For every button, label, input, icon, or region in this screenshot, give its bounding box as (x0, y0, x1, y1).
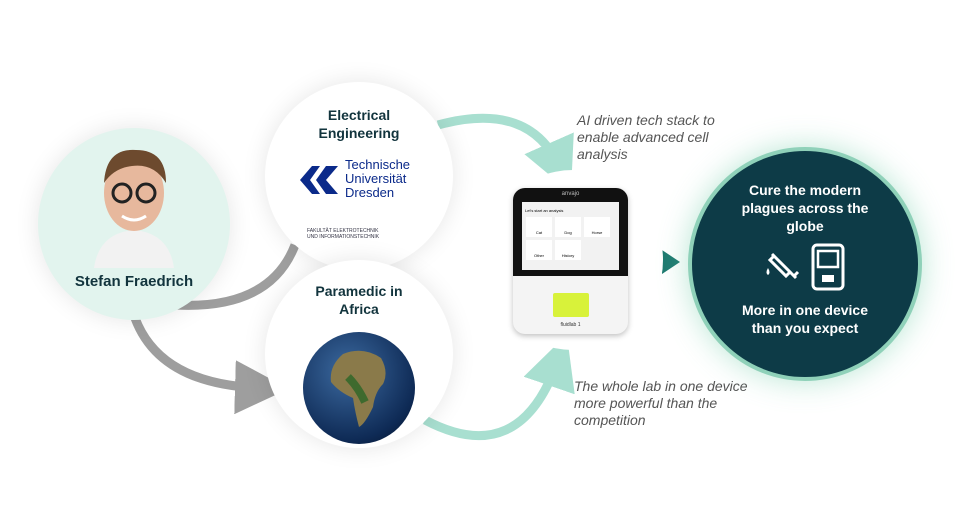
device-brand: anvajo (561, 191, 580, 197)
tile-cat[interactable]: Cat (526, 217, 552, 237)
device-sample-slot (553, 293, 589, 317)
syringe-icon (766, 252, 800, 280)
tile-history[interactable]: History (555, 240, 581, 260)
device-label: fluidlab 1 (560, 322, 581, 328)
tile-horse[interactable]: Horse (584, 217, 610, 237)
result-headline: Cure the modern plagues across the globe (741, 182, 869, 234)
faculty-line-1: FAKULTÄT ELEKTROTECHNIK (307, 228, 379, 234)
tu-dresden-logo-icon (300, 166, 338, 194)
arrow-person-to-electrical (174, 243, 300, 310)
arrow-electrical-to-device (436, 113, 574, 193)
person-portrait (94, 149, 174, 268)
device-screen-title: Let's start an analysis (525, 208, 564, 213)
tu-line-3: Dresden (345, 185, 395, 200)
result-subline: More in one device than you expect (741, 302, 869, 336)
paramedic-title: Paramedic in Africa (315, 283, 403, 317)
device-screen: Let's start an analysis Cat Dog Horse Ot… (522, 202, 619, 270)
caption-top: AI driven tech stack to enable advanced … (577, 112, 715, 162)
arrow-paramedic-to-device (422, 334, 575, 441)
tile-other[interactable]: Other (526, 240, 552, 260)
caption-bottom: The whole lab in one device more powerfu… (574, 378, 748, 428)
faculty-line-2: UND INFORMATIONSTECHNIK (307, 234, 380, 240)
person-name: Stefan Fraedrich (74, 273, 194, 290)
person-circle: Stefan Fraedrich (38, 128, 230, 320)
tu-dresden-name: Technische Universität Dresden (345, 158, 410, 200)
paramedic-circle: Paramedic in Africa (265, 260, 453, 448)
electrical-engineering-circle: Electrical Engineering Technische Univer… (265, 82, 453, 270)
electrical-title: Electrical Engineering (318, 107, 400, 141)
device-image: anvajo Let's start an analysis Cat Dog H… (513, 188, 628, 334)
faculty-label: FAKULTÄT ELEKTROTECHNIK UND INFORMATIONS… (307, 228, 379, 240)
tu-line-1: Technische (345, 157, 411, 172)
result-circle: Cure the modern plagues across the globe… (688, 147, 922, 381)
device-icon (811, 243, 845, 291)
tile-dog[interactable]: Dog (555, 217, 581, 237)
earth-africa-image (303, 332, 415, 444)
tu-line-2: Universität (345, 171, 407, 186)
arrow-person-to-paramedic (130, 316, 289, 415)
